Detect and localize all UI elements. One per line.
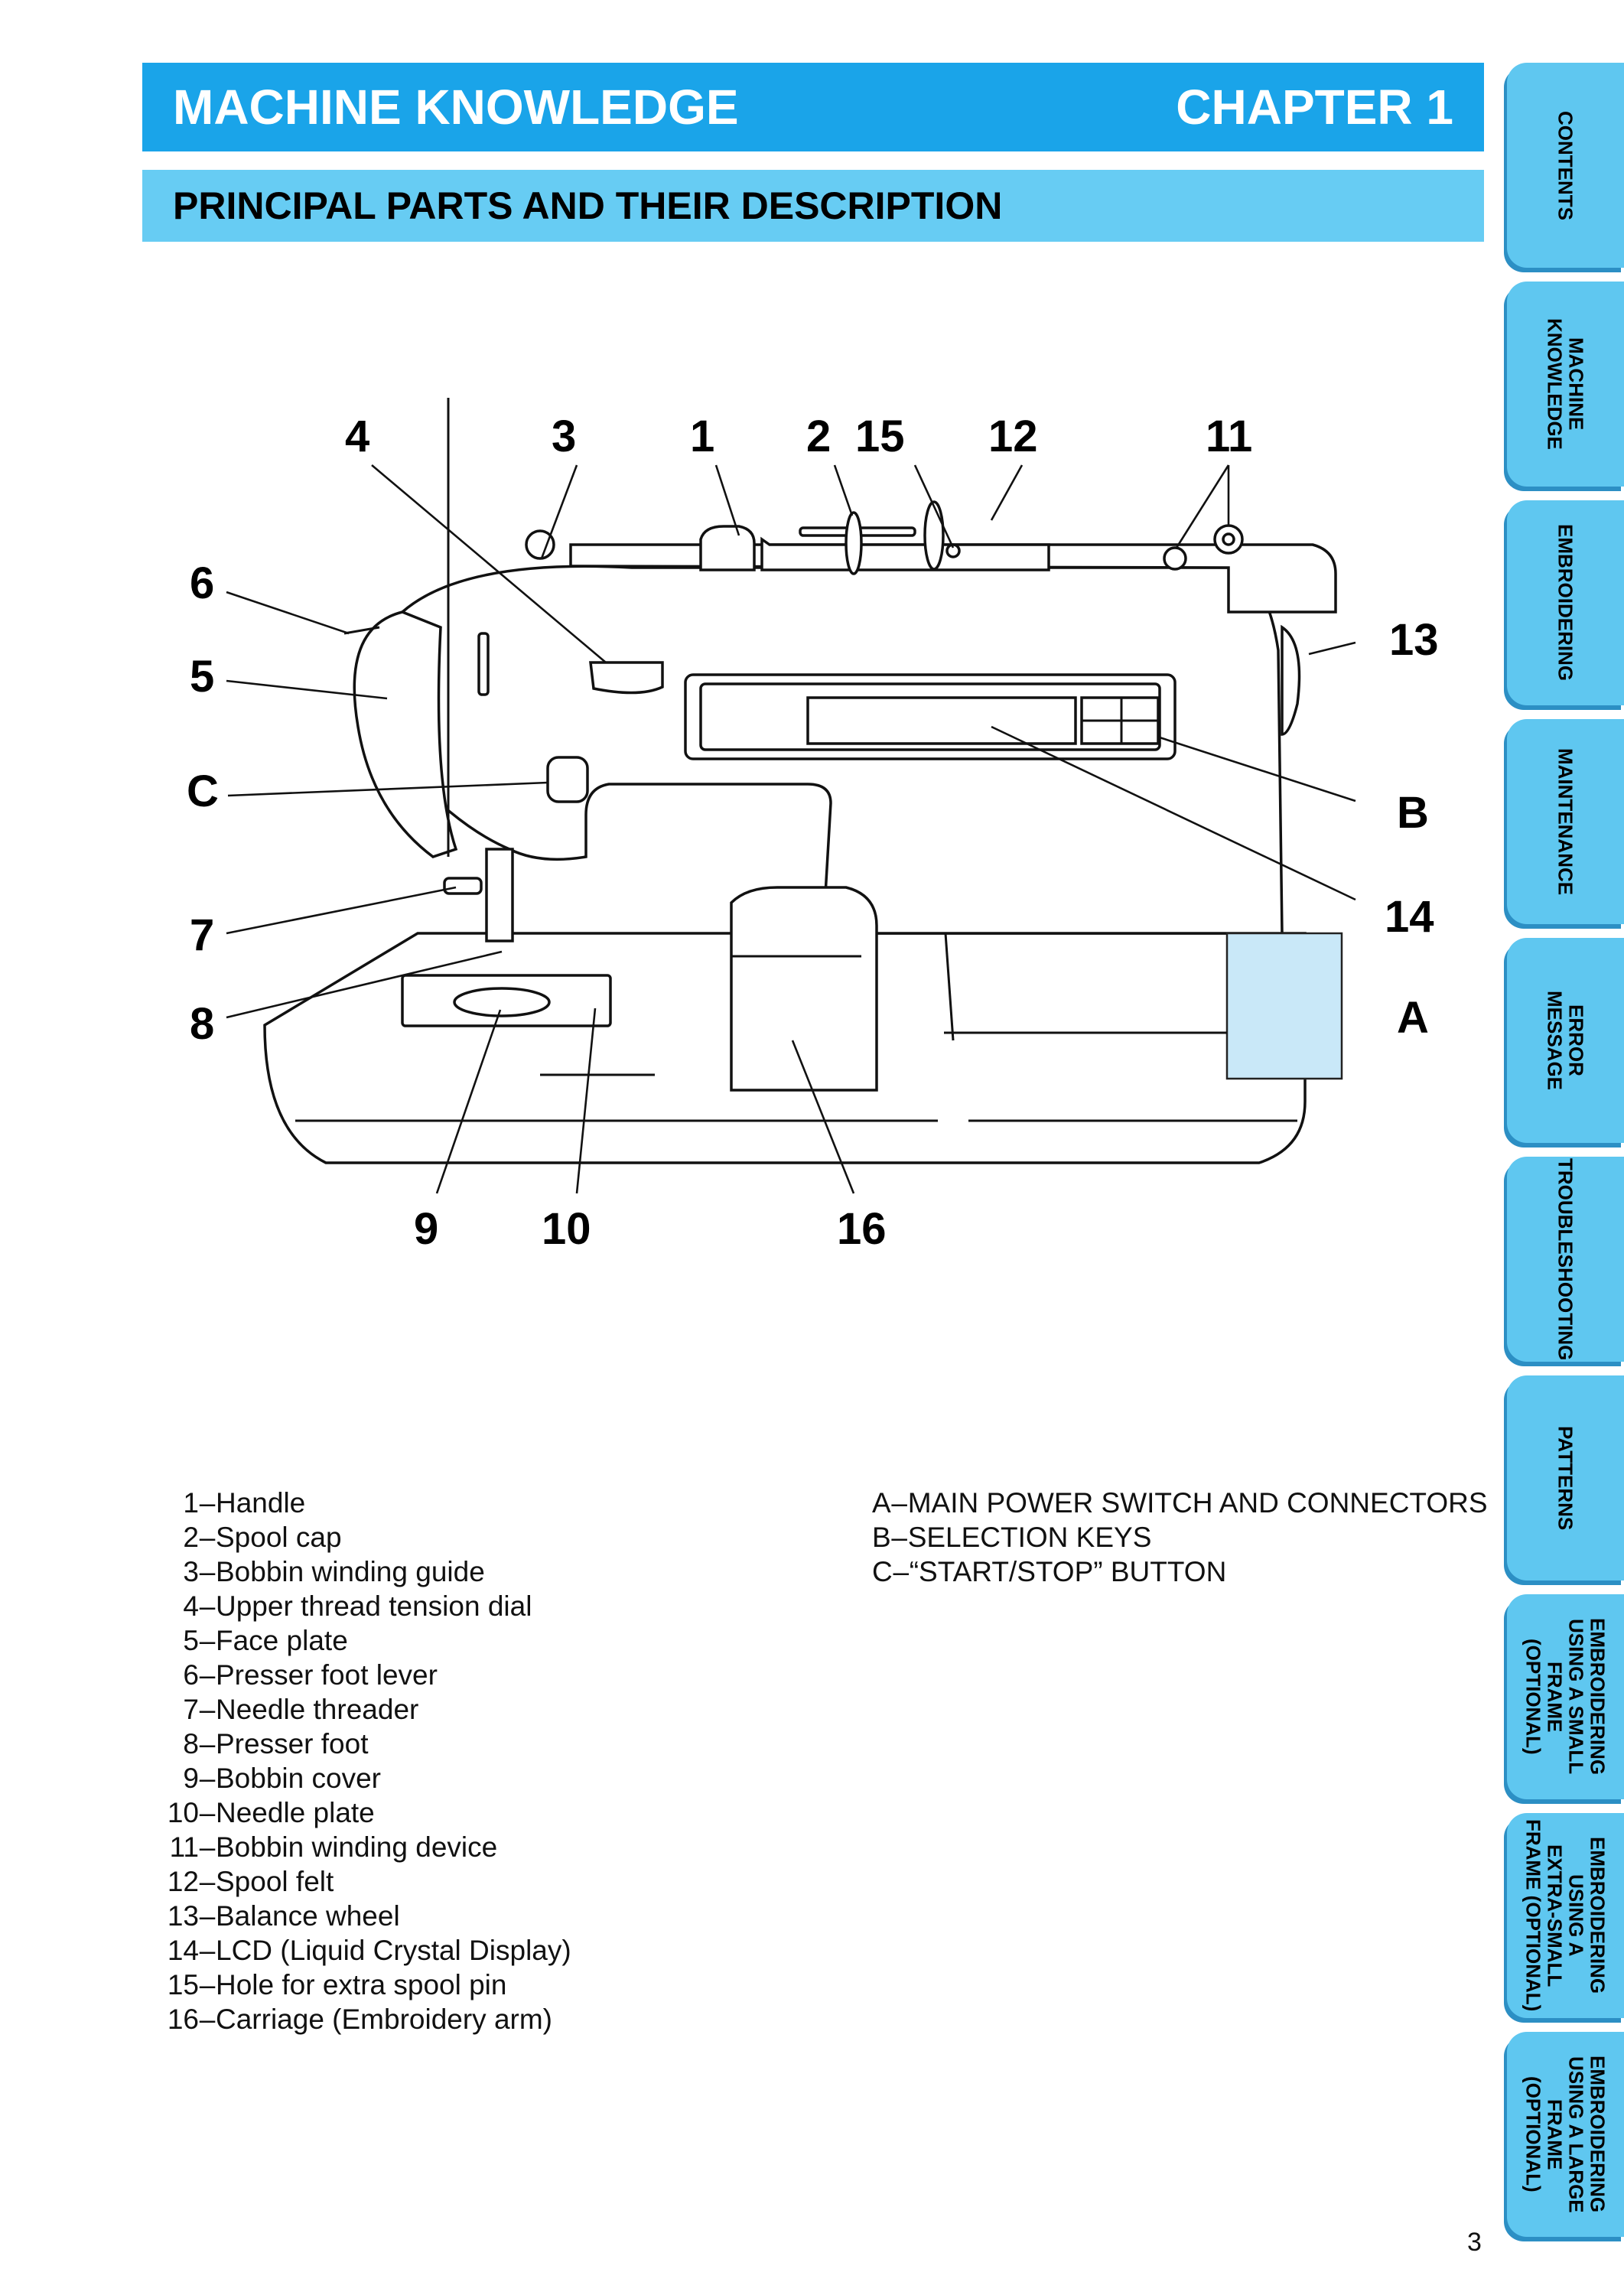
callout-labels: 4 3 1 2 15 12 11 6 5 C 7 8 13 B 14 A 9 1…	[187, 412, 1439, 1254]
tab-error-message[interactable]: ERROR MESSAGE	[1507, 938, 1624, 1143]
legend-item: 6–Presser foot lever	[183, 1659, 438, 1691]
chapter-number: CHAPTER 1	[1176, 80, 1453, 135]
chapter-header-bar: MACHINE KNOWLEDGE CHAPTER 1	[142, 63, 1484, 151]
callout-16: 16	[837, 1204, 887, 1254]
legend-item: 3–Bobbin winding guide	[183, 1556, 485, 1587]
callout-b: B	[1397, 788, 1429, 838]
controls-legend: A–MAIN POWER SWITCH AND CONNECTORS B–SEL…	[872, 1486, 1488, 1589]
legend-item: 12–Spool felt	[167, 1866, 334, 1897]
tab-extra-small-frame[interactable]: EMBROIDERING USING A EXTRA-SMALL FRAME (…	[1507, 1813, 1624, 2018]
callout-c: C	[187, 767, 219, 816]
chapter-title: MACHINE KNOWLEDGE	[173, 80, 739, 135]
callout-5: 5	[190, 652, 214, 702]
machine-illustration	[263, 398, 1343, 1164]
section-header-bar: PRINCIPAL PARTS AND THEIR DESCRIPTION	[142, 170, 1484, 242]
callout-6: 6	[190, 558, 214, 608]
tab-small-frame[interactable]: EMBROIDERING USING A SMALL FRAME (OPTION…	[1507, 1594, 1624, 1799]
legend-item: C–“START/STOP” BUTTON	[872, 1556, 1227, 1587]
legend-item: 4–Upper thread tension dial	[183, 1590, 532, 1622]
callout-4: 4	[345, 412, 369, 461]
legend-item: B–SELECTION KEYS	[872, 1522, 1152, 1553]
legend-item: 2–Spool cap	[183, 1522, 342, 1553]
legend-item: 1–Handle	[183, 1487, 306, 1519]
callout-11: 11	[1206, 412, 1252, 461]
legend-item: 8–Presser foot	[183, 1728, 369, 1760]
leader-lines	[226, 464, 1356, 1194]
callout-14: 14	[1385, 892, 1434, 942]
tab-patterns[interactable]: PATTERNS	[1507, 1375, 1624, 1580]
callout-13: 13	[1389, 615, 1439, 665]
callout-a: A	[1397, 993, 1429, 1043]
callout-8: 8	[190, 999, 214, 1049]
tab-troubleshooting[interactable]: TROUBLESHOOTING	[1507, 1157, 1624, 1362]
tab-maintenance[interactable]: MAINTENANCE	[1507, 719, 1624, 924]
legend-item: 11–Bobbin winding device	[169, 1831, 498, 1863]
legend-item: 16–Carriage (Embroidery arm)	[167, 2004, 552, 2035]
power-switch-area	[1225, 932, 1343, 1080]
section-title: PRINCIPAL PARTS AND THEIR DESCRIPTION	[173, 184, 1003, 227]
callout-1: 1	[690, 412, 714, 461]
legend-item: 15–Hole for extra spool pin	[167, 1969, 507, 2000]
tab-large-frame[interactable]: EMBROIDERING USING A LARGE FRAME (OPTION…	[1507, 2032, 1624, 2237]
legend-item: 7–Needle threader	[183, 1694, 419, 1725]
callout-9: 9	[414, 1204, 438, 1254]
legend-item: 10–Needle plate	[167, 1797, 375, 1828]
legend-item: 5–Face plate	[183, 1625, 348, 1656]
callout-15: 15	[855, 412, 905, 461]
legend-item: 13–Balance wheel	[167, 1900, 400, 1932]
sewing-machine-diagram: 4 3 1 2 15 12 11 6 5 C 7 8 13 B 14 A 9 1…	[187, 398, 1439, 1254]
callout-3: 3	[552, 412, 576, 461]
parts-legend: 1–Handle 2–Spool cap 3–Bobbin winding gu…	[145, 1486, 571, 2036]
callout-2: 2	[806, 412, 831, 461]
legend-item: 9–Bobbin cover	[183, 1763, 381, 1794]
tab-embroidering[interactable]: EMBROIDERING	[1507, 500, 1624, 705]
legend-item: A–MAIN POWER SWITCH AND CONNECTORS	[872, 1487, 1488, 1519]
legend-item: 14–LCD (Liquid Crystal Display)	[167, 1935, 571, 1966]
callout-12: 12	[988, 412, 1038, 461]
callout-10: 10	[542, 1204, 591, 1254]
tab-contents[interactable]: CONTENTS	[1507, 63, 1624, 268]
page-number: 3	[1467, 2228, 1482, 2257]
tab-machine-knowledge[interactable]: MACHINE KNOWLEDGE	[1507, 282, 1624, 487]
callout-7: 7	[190, 910, 214, 960]
